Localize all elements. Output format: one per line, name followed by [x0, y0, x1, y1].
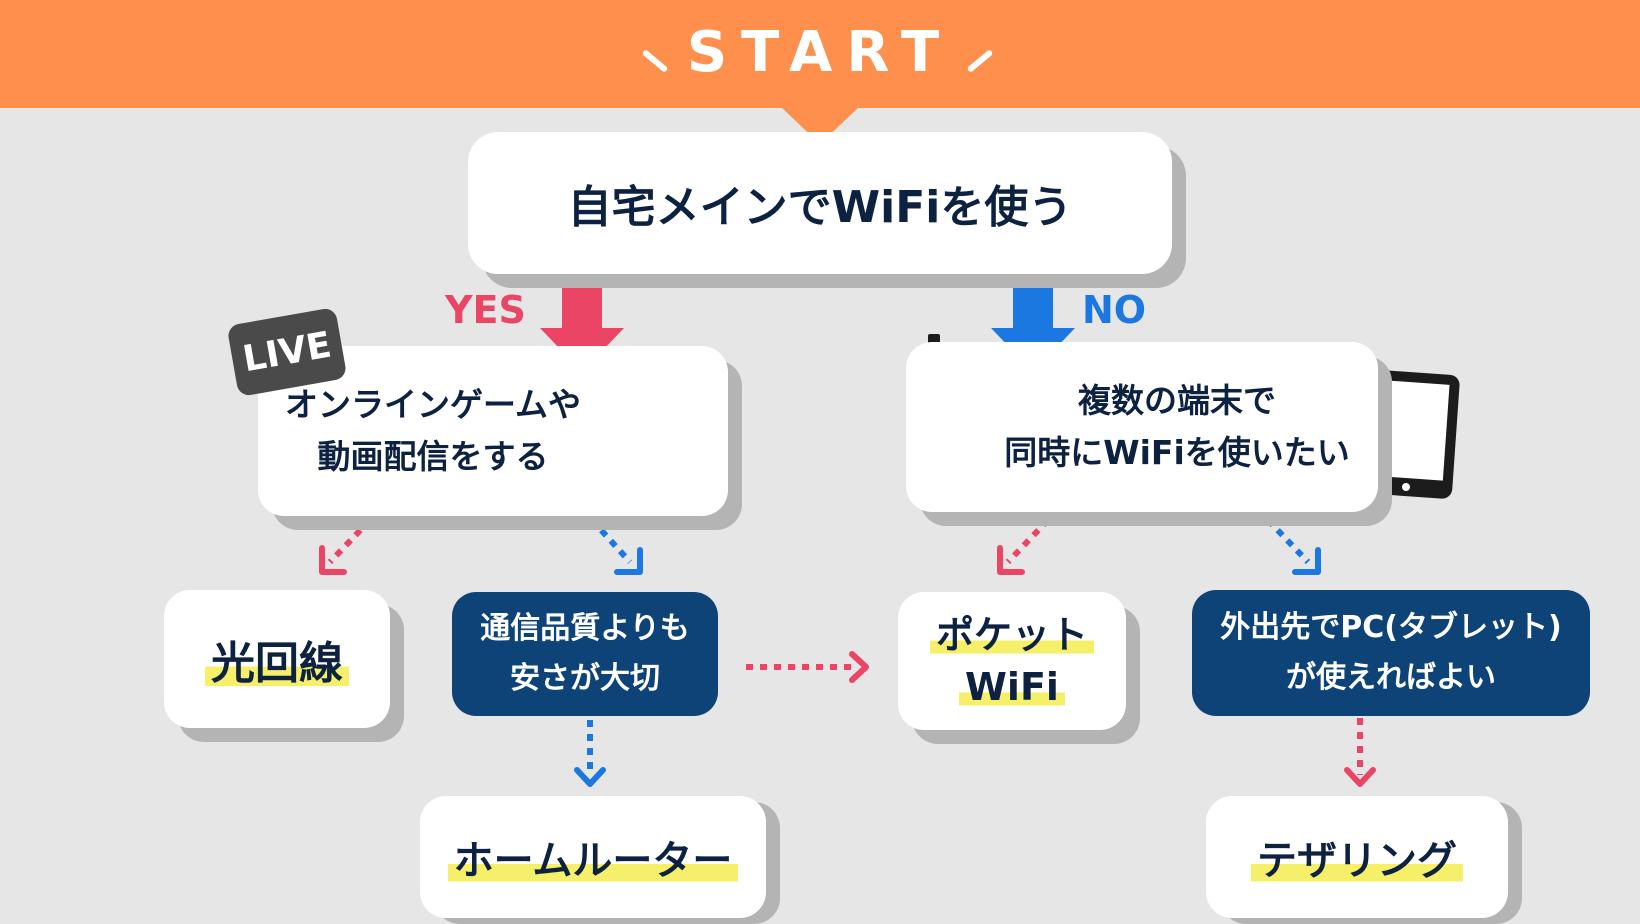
yes-node-line-1: オンラインゲームや [284, 385, 581, 424]
dotted-arrow-to-sub-no [1265, 517, 1311, 565]
no-node: 複数の端末で 同時にWiFiを使いたい [906, 342, 1378, 512]
no-label: NO [1082, 288, 1147, 332]
result-tethering: テザリング [1206, 796, 1508, 918]
result-hikari-label: 光回線 [205, 627, 349, 691]
tablet-icon [1354, 369, 1460, 499]
result-home-router-label: ホームルーター [447, 828, 739, 886]
sub-yes-line-2: 安さが大切 [510, 661, 660, 696]
start-title: START [686, 20, 954, 85]
no-node-line-2: 同時にWiFiを使いたい [1004, 433, 1350, 472]
sub-yes-line-1: 通信品質よりも [480, 611, 690, 646]
result-pocket-line-1: ポケット [929, 613, 1094, 657]
question-text: 自宅メインでWiFiを使う [567, 182, 1073, 233]
yes-label: YES [445, 288, 526, 332]
question-box: 自宅メインでWiFiを使う [468, 132, 1172, 274]
result-hikari: 光回線 [164, 590, 390, 728]
sub-no-line-2: が使えればよい [1286, 660, 1496, 695]
dotted-arrow-to-sub-yes [589, 517, 633, 565]
yes-node-line-2: 動画配信をする [317, 437, 549, 476]
no-node-line-1: 複数の端末で [1077, 381, 1276, 420]
dotted-arrow-to-pocket [1005, 517, 1051, 565]
result-tethering-label: テザリング [1251, 828, 1463, 886]
sub-yes-condition: 通信品質よりも 安さが大切 [452, 592, 718, 716]
start-header [0, 0, 1640, 108]
result-pocket-line-2: WiFi [959, 665, 1065, 709]
result-home-router: ホームルーター [420, 796, 766, 918]
result-pocket-wifi: ポケット WiFi [898, 592, 1126, 730]
sub-no-condition: 外出先でPC(タブレット) が使えればよい [1192, 590, 1590, 716]
sub-no-line-1: 外出先でPC(タブレット) [1220, 610, 1562, 645]
dotted-arrow-to-hikari [327, 517, 373, 565]
